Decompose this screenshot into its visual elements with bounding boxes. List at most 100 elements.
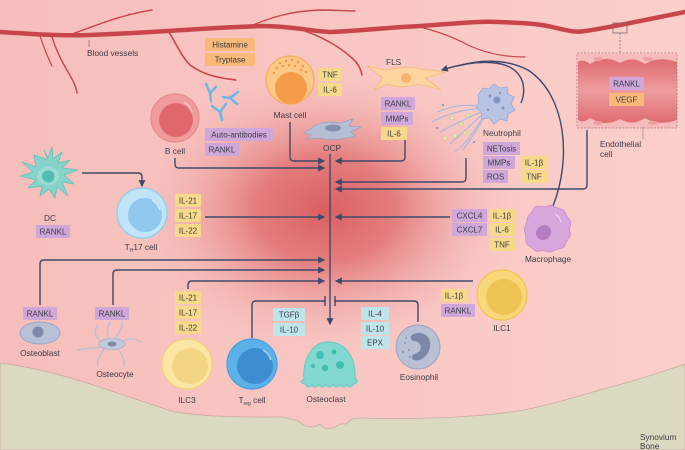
bone-region — [0, 362, 685, 450]
treg-label: Treg cell — [238, 395, 265, 407]
svg-text:RANKL: RANKL — [613, 80, 640, 89]
inset-frame — [576, 52, 678, 129]
osteoblast-label: Osteoblast — [20, 348, 60, 358]
arrow-neutrophil — [334, 158, 467, 186]
factor-pill: IL-1β — [441, 289, 467, 302]
svg-text:TNF: TNF — [526, 173, 542, 182]
arrow-osteoblast — [39, 256, 326, 305]
svg-text:IL-1β: IL-1β — [525, 159, 544, 168]
factor-pill: TNF — [318, 68, 342, 81]
osteoblast-cell: Osteoblast — [19, 321, 61, 358]
inhibit-eosinophil — [335, 300, 419, 322]
svg-text:RANKL: RANKL — [40, 228, 67, 237]
blood-vessels: Blood vessels — [0, 9, 685, 94]
svg-text:RANKL: RANKL — [27, 310, 54, 319]
b-cell-factors: Auto-antibodies RANKL — [205, 128, 273, 156]
svg-text:VEGF: VEGF — [616, 96, 638, 105]
ilc1-cell: ILC1 — [476, 269, 528, 333]
factor-pill: Tryptase — [205, 53, 255, 66]
svg-text:IL-6: IL-6 — [495, 226, 509, 235]
svg-text:Tryptase: Tryptase — [215, 56, 246, 65]
ilc1-factors: IL-1β RANKL — [441, 289, 475, 317]
mast-cell-label: Mast cell — [274, 110, 307, 120]
svg-text:Histamine: Histamine — [212, 41, 248, 50]
eosinophil-cell: Eosinophil — [395, 324, 441, 382]
ilc1-label: ILC1 — [493, 323, 511, 333]
osteocyte-cell: Osteocyte — [77, 321, 141, 379]
svg-text:IL-17: IL-17 — [179, 212, 198, 221]
factor-pill: IL-6 — [318, 83, 342, 96]
eosinophil-label: Eosinophil — [400, 372, 438, 382]
svg-text:RANKL: RANKL — [385, 100, 412, 109]
neutrophil-factors: NETosis MMPs ROS IL-1β TNF — [483, 142, 547, 183]
factor-pill: IL-10 — [273, 323, 305, 336]
fls-label: FLS — [386, 57, 402, 67]
arrow-ilc3 — [187, 277, 326, 289]
svg-text:IL-21: IL-21 — [179, 197, 198, 206]
arrow-osteocyte — [112, 266, 326, 305]
factor-pill: IL-17 — [175, 306, 201, 319]
mast-cell-granule-factors: Histamine Tryptase — [205, 38, 255, 66]
svg-text:EPX: EPX — [367, 339, 384, 348]
factor-pill: TNF — [521, 170, 547, 183]
signal-arrows — [39, 60, 588, 338]
fls-factors: RANKL MMPs IL-6 — [381, 97, 415, 140]
inhibit-treg — [251, 300, 325, 338]
endothelial-label-line1: Endothelial — [600, 139, 641, 149]
factor-pill: IL-21 — [175, 194, 201, 207]
arrow-macrophage-to-fls — [457, 60, 565, 207]
fls-cell: FLS — [366, 57, 447, 91]
factor-pill: IL-6 — [381, 127, 407, 140]
antibody-icon — [204, 82, 240, 122]
svg-text:IL-22: IL-22 — [179, 324, 198, 333]
blood-vessels-label: Blood vessels — [87, 48, 138, 58]
svg-text:IL-4: IL-4 — [368, 310, 382, 319]
factor-pill: RANKL — [609, 77, 644, 90]
factor-pill: IL-1β — [521, 156, 547, 169]
factor-pill: VEGF — [609, 93, 644, 106]
osteoblast-factors: RANKL — [23, 307, 57, 320]
svg-text:CXCL7: CXCL7 — [457, 226, 483, 235]
factor-pill: IL-17 — [175, 209, 201, 222]
endothelial-label-line2: cell — [600, 149, 613, 159]
factor-pill: IL-10 — [361, 322, 389, 335]
bone-label: Bone — [640, 441, 660, 450]
factor-pill: IL-1β — [489, 209, 515, 222]
factor-pill: TNF — [489, 238, 515, 251]
neutrophil-label: Neutrophil — [483, 128, 521, 138]
factor-pill: CXCL7 — [452, 223, 487, 236]
arrow-endothelial — [334, 130, 588, 193]
macrophage-label: Macrophage — [525, 254, 572, 264]
arrow-neutrophil-to-fls — [440, 61, 525, 104]
arrow-b-cell — [174, 158, 326, 172]
svg-text:RANKL: RANKL — [99, 310, 126, 319]
b-cell: B cell — [150, 93, 200, 156]
ocp-label: OCP — [323, 143, 341, 153]
factor-pill: IL-4 — [361, 307, 389, 320]
osteocyte-factors: RANKL — [95, 307, 129, 320]
svg-text:TNF: TNF — [322, 71, 338, 80]
svg-text:RANKL: RANKL — [209, 146, 236, 155]
factor-pill: RANKL — [441, 304, 475, 317]
osteoclast-cell: Osteoclast — [300, 341, 358, 404]
th17-label: TH17 cell — [125, 242, 158, 254]
svg-text:IL-21: IL-21 — [179, 294, 198, 303]
mast-cell: Mast cell — [265, 55, 315, 120]
arrow-dc-to-th17 — [82, 172, 146, 188]
svg-text:IL-22: IL-22 — [179, 227, 198, 236]
neutrophil-cell: Neutrophil — [431, 83, 521, 153]
osteoclast-label: Osteoclast — [306, 394, 346, 404]
svg-text:IL-1β: IL-1β — [493, 212, 512, 221]
ilc3-factors: IL-21 IL-17 IL-22 — [175, 291, 201, 334]
mast-cell-factors: TNF IL-6 — [318, 68, 342, 96]
factor-pill: RANKL — [36, 225, 70, 238]
factor-pill: Auto-antibodies — [205, 128, 273, 141]
factor-pill: ROS — [483, 170, 508, 183]
factor-pill: TGFβ — [273, 308, 305, 321]
svg-text:TNF: TNF — [494, 241, 510, 250]
factor-pill: RANKL — [95, 307, 129, 320]
arrow-mast-cell — [289, 122, 326, 165]
svg-text:IL-6: IL-6 — [387, 130, 401, 139]
factor-pill: Histamine — [205, 38, 255, 51]
